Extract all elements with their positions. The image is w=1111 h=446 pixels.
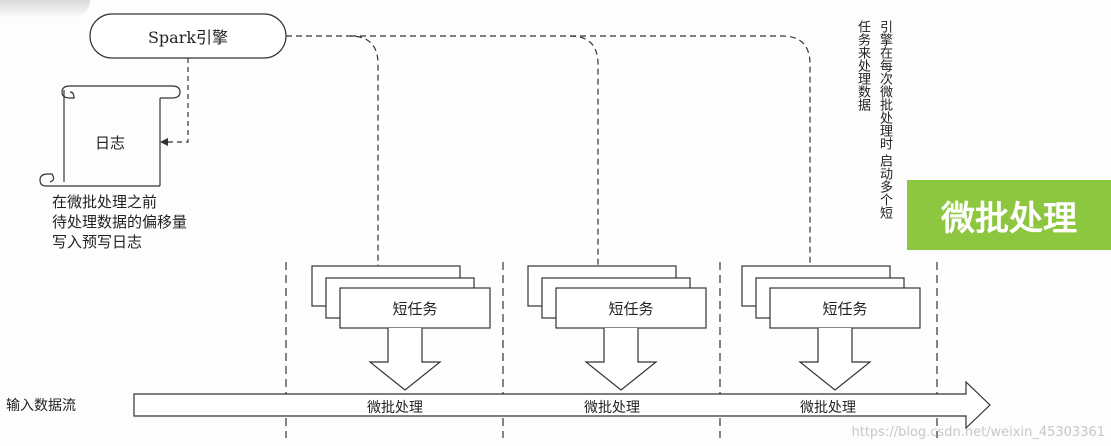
watermark: https://blog.csdn.net/weixin_45303361 (851, 425, 1105, 440)
task-box-2 (555, 287, 707, 329)
engine-to-task-3-line (570, 35, 811, 268)
micro-batch-badge: 微批处理 (907, 180, 1111, 250)
task-label-3: 短任务 (822, 300, 867, 318)
corner-shadow (0, 0, 90, 18)
task-group-2 (527, 265, 707, 391)
engine-to-log-line (166, 58, 189, 143)
engine-to-task-1-line (286, 35, 379, 268)
batch-label-2: 微批处理 (584, 400, 640, 416)
engine-to-log-arrowhead (160, 138, 168, 146)
task-label-1: 短任务 (392, 300, 437, 318)
log-scroll-icon (39, 85, 181, 187)
engine-to-task-2-line (350, 35, 599, 268)
task-down-arrow-2 (584, 328, 658, 391)
spark-engine-label: Spark引擎 (148, 28, 228, 47)
task-down-arrow-1 (368, 328, 442, 391)
log-label: 日志 (95, 134, 125, 152)
task-group-1 (311, 265, 491, 391)
input-stream-arrow (133, 380, 991, 430)
side-note: 引擎在每次微批处理时 启动多个短任务来处理数据 (855, 20, 892, 220)
task-down-arrow-3 (798, 328, 872, 391)
log-note: 在微批处理之前 待处理数据的偏移量 写入预写日志 (52, 193, 188, 251)
task-group-3 (741, 265, 921, 391)
task-label-2: 短任务 (608, 300, 653, 318)
batch-label-1: 微批处理 (367, 400, 423, 416)
batch-label-3: 微批处理 (800, 400, 856, 416)
input-stream-label: 输入数据流 (6, 398, 76, 414)
